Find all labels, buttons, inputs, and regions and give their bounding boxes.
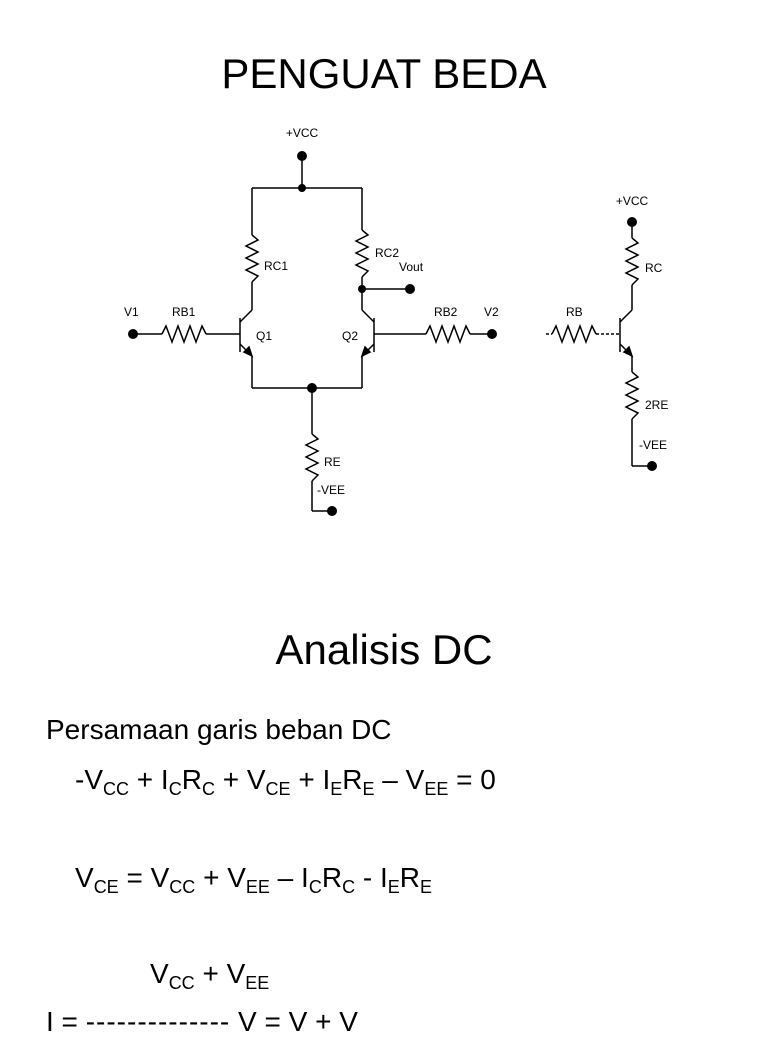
v2-terminal <box>487 329 497 339</box>
rb1-resistor <box>161 323 207 345</box>
rc1-resistor <box>244 234 260 283</box>
equation-current-line: I = -------------- V = V + V <box>46 1006 358 1037</box>
rb2-resistor <box>425 323 471 345</box>
junction-dot <box>298 184 306 192</box>
page-title: PENGUAT BEDA <box>221 50 547 97</box>
rc2-resistor <box>354 229 370 278</box>
emitter-junction-dot <box>307 383 317 393</box>
half-2re-label: 2RE <box>645 398 668 412</box>
fraction-bar: -------------- <box>85 1006 231 1037</box>
half-vee-label: -VEE <box>639 438 667 452</box>
vcc-label: +VCC <box>286 126 319 140</box>
rb1-label: RB1 <box>172 305 196 319</box>
section-title: Analisis DC <box>275 626 493 673</box>
v1-label: V1 <box>124 305 139 319</box>
half-rb-label: RB <box>566 305 583 319</box>
half-vee-terminal <box>647 461 657 471</box>
q1-label: Q1 <box>256 329 272 343</box>
equation-vce: VCE = VCC + VEE – ICRC - IERE <box>75 862 432 897</box>
vee-label: -VEE <box>317 483 345 497</box>
vout-label: Vout <box>399 260 424 274</box>
vcc-terminal <box>297 151 307 161</box>
vee-terminal <box>327 506 337 516</box>
v2-label: V2 <box>484 305 499 319</box>
equation-fraction-numerator: VCC + VEE <box>150 958 270 993</box>
q2-label: Q2 <box>342 329 358 343</box>
rc1-label: RC1 <box>264 259 288 273</box>
rb2-label: RB2 <box>434 305 458 319</box>
rc2-label: RC2 <box>375 246 399 260</box>
re-resistor <box>304 433 320 482</box>
2re-resistor <box>624 371 640 420</box>
equation-load-line: -VCC + ICRC + VCE + IERE – VEE = 0 <box>75 764 496 799</box>
half-rc-label: RC <box>645 261 663 275</box>
v1-terminal <box>128 329 138 339</box>
rb-resistor <box>551 323 597 345</box>
half-vcc-terminal <box>627 217 637 227</box>
half-vcc-label: +VCC <box>616 194 649 208</box>
vout-junction-dot <box>358 285 366 293</box>
re-label: RE <box>324 455 341 469</box>
dc-heading: Persamaan garis beban DC <box>46 714 392 745</box>
differential-amplifier-schematic: +VCC RC1 RC2 Vout V1 RB1 Q1 Q2 RB2 V2 RE… <box>124 126 668 516</box>
vout-terminal <box>405 284 415 294</box>
rc-resistor <box>624 237 640 286</box>
